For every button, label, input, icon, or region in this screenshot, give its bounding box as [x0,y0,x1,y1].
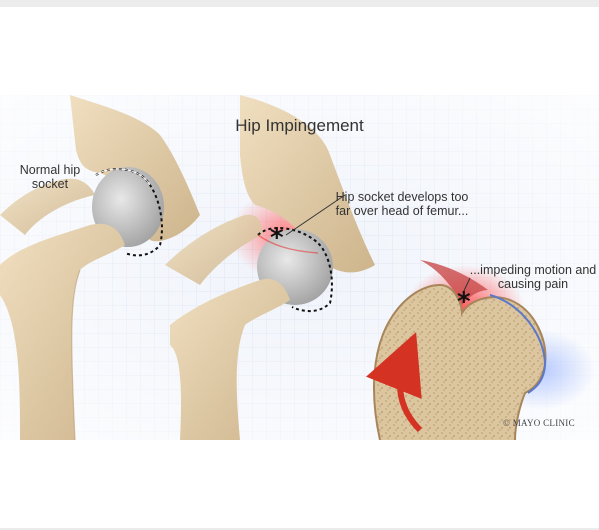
normal-hip-socket-label: Normal hip socket [10,163,90,191]
copyright-text: © MAYO CLINIC [503,418,575,428]
impeding-motion-label: ...impeding motion and causing pain [468,263,598,291]
asterisk-marker-socket: * [270,228,284,248]
asterisk-marker-impingement: * [457,292,471,312]
diagram-title: Hip Impingement [0,116,599,136]
top-border [0,0,599,7]
socket-overgrowth-label: Hip socket develops too far over head of… [332,190,472,218]
